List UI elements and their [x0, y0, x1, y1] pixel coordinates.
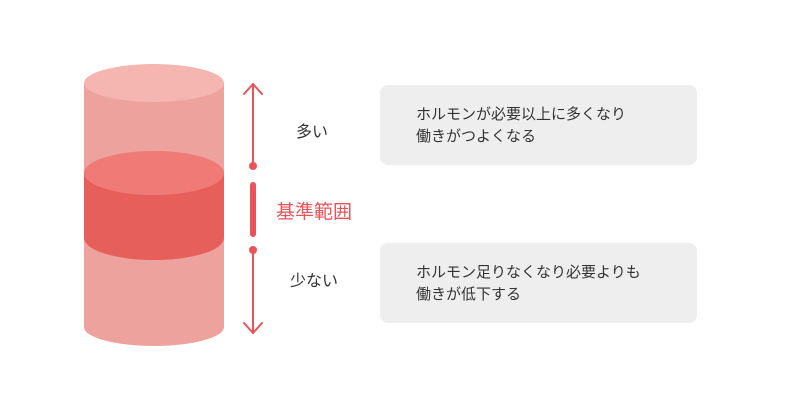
arrow-up-end-dot	[249, 162, 257, 170]
arrow-up	[243, 83, 263, 165]
label-low: 少ない	[290, 271, 339, 290]
cylinder-top	[84, 64, 224, 102]
reference-range-band	[84, 151, 224, 260]
arrow-down-end-dot	[249, 246, 257, 254]
card-high-description: ホルモンが必要以上に多くなり 働きがつよくなる	[380, 85, 697, 165]
label-reference-range: 基準範囲	[276, 201, 353, 223]
card-high-line2: 働きがつよくなる	[416, 127, 537, 145]
label-high: 多い	[296, 122, 329, 141]
band-body	[84, 173, 224, 260]
band-top	[84, 151, 224, 195]
card-low-line1: ホルモン足りなくなり必要よりも	[416, 263, 641, 281]
card-low-description: ホルモン足りなくなり必要よりも 働きが低下する	[380, 243, 697, 323]
arrow-down	[243, 251, 263, 334]
card-high-line1: ホルモンが必要以上に多くなり	[416, 105, 627, 123]
card-low-line2: 働きが低下する	[416, 285, 522, 303]
